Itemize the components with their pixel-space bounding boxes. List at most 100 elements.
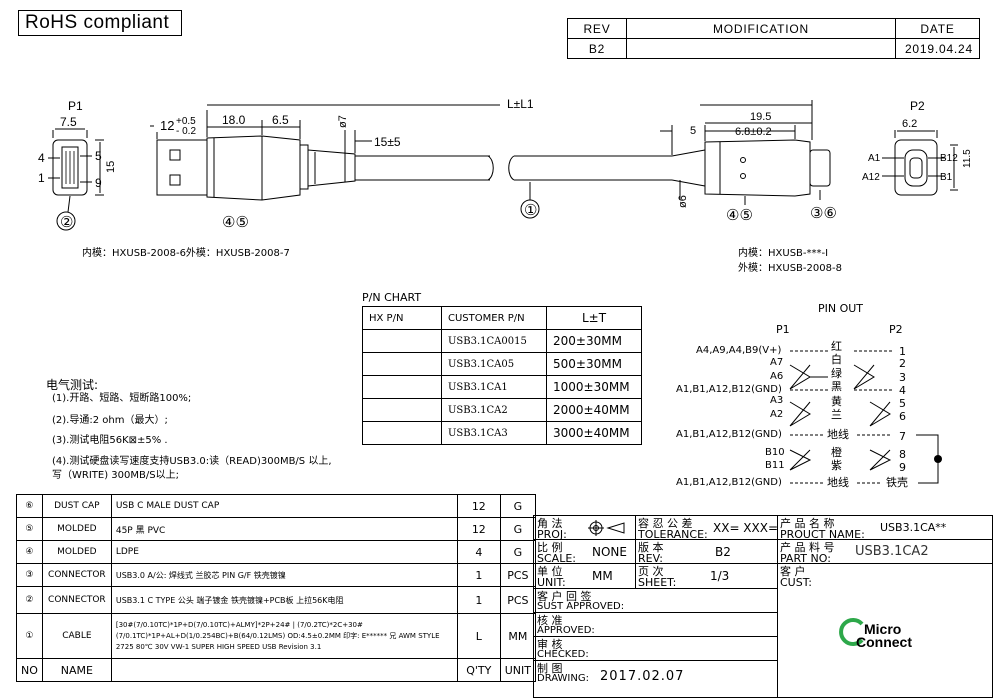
appr-cn: 核 准 [537,614,563,627]
pn-cell [362,398,442,422]
pin-right-3: 3 [899,371,906,384]
sust-en: SUST APPROVED: [537,601,625,612]
bom-desc: LDPE [110,540,458,564]
pin-color-8: 橙 [831,446,842,459]
pn-cell: USB3.1CA1 [441,375,547,399]
cust-en: CUST: [780,576,812,589]
dim-5: 5 [690,125,696,137]
p1-face [52,139,88,196]
prod-cn: 产 品 名 称 [780,517,835,530]
logo-text-2: Connect [856,634,912,650]
pinout-p1: P1 [776,323,790,336]
callout-1: ① [524,202,537,219]
prod-value: USB3.1CA** [880,521,947,534]
p1-pin5: 5 [95,149,102,163]
pn-header-customer: CUSTOMER P/N [441,306,547,330]
pin-left-9: B11 [765,460,785,471]
p2-label: P2 [910,99,925,113]
bom-no: ⑤ [16,517,43,541]
p2-a1: A1 [868,153,881,164]
usb-c-plug [809,149,831,187]
pn-header-hx: HX P/N [362,306,442,330]
bom-no: ④ [16,540,43,564]
bom-unit: MM [499,613,537,659]
pin-color-9: 紫 [831,459,842,472]
pn-cell: 1000±30MM [546,375,642,399]
mold-right-text-1: 内模：HXUSB-***-I [738,248,829,259]
pin-color-1: 红 [831,340,842,353]
pin-color-5: 黄 [831,395,842,408]
draw-en: DRAWING: [537,673,589,684]
boot-dim: 15±5 [374,135,401,149]
pin-left-2: A7 [770,357,784,368]
mold-left-text: 内模：HXUSB-2008-6外模：HXUSB-2008-7 [82,248,290,259]
p2-a12: A12 [862,172,880,183]
callout-45-left: ④⑤ [222,214,249,231]
pn-cell: 500±30MM [546,352,642,376]
proj-cn: 角 法 [537,517,563,530]
cable-drawing: P1 7.5 15 4 1 5 9 ② 12 +0.5 - 0.2 18.0 6… [38,97,973,231]
tol-cn: 容 忍 公 差 [638,517,693,530]
pin-right-4: 4 [899,384,906,397]
bom-desc: USB3.1 C TYPE 公头 端子镀金 铁壳镀镍+PCB板 上拉56K电阻 [110,586,458,614]
scale-cn: 比 例 [537,541,563,554]
bom-no: ① [16,613,43,659]
bom-name: CABLE [41,613,112,659]
electrical-item-3: (3).测试电阻56K⊠±5% . [52,435,168,446]
scale-value: NONE [592,545,627,559]
scale-en: SCALE: [537,552,576,565]
dim-19-5: 19.5 [750,111,771,123]
sust-cn: 客 户 回 签 [537,590,592,603]
table-row: ⑥ DUST CAP USB C MALE DUST CAP 12 G [16,494,537,518]
pinout-title: PIN OUT [818,302,864,315]
bom-qty: 1 [456,563,501,587]
pinout-p2: P2 [889,323,903,336]
molded-body-p1 [206,135,301,201]
bom-qty: L [456,613,501,659]
bom-no: ② [16,586,43,614]
draw-value: 2017.02.07 [600,669,685,684]
callout-2: ② [60,214,73,231]
pin-right-1: 1 [899,345,906,358]
dia6-dim: ø6 [677,195,689,208]
pn-cell: USB3.1CA05 [441,352,547,376]
table-row: ⑤ MOLDED 45P 黑 PVC 12 G [16,517,537,541]
table-row: ④ MOLDED LDPE 4 G [16,540,537,564]
bom-name: MOLDED [41,540,112,564]
pin-left-5: A3 [770,395,784,406]
p2-face [894,139,938,196]
plug-tol-plus: +0.5 [176,116,196,127]
pin-left-7: A1,B1,A12,B12(GND) [676,429,782,440]
logo-text-1: Micro [864,621,902,637]
pin-right-7: 7 [899,430,906,443]
bom-desc: USB3.0 A/公: 焊线式 兰胶芯 PIN G/F 铁壳镀镍 [110,563,458,587]
pin-color-6: 兰 [831,408,842,421]
p2-b1: B1 [940,172,953,183]
pin-right-8: 8 [899,448,906,461]
pn-cell: 200±30MM [546,329,642,353]
p2-b12: B12 [940,153,958,164]
p1-height-dim: 15 [105,161,117,173]
bom-qty: 12 [456,494,501,518]
bom-qty: 4 [456,540,501,564]
unit-en: UNIT: [537,576,566,589]
rohs-label: RoHS compliant [18,10,182,36]
bom-no: ⑥ [16,494,43,518]
tol-en: TOLERANCE: [638,528,708,541]
projection-symbol-icon [588,520,625,536]
check-cn: 审 核 [537,638,563,651]
sheet-cn: 页 次 [638,565,664,578]
title-block [533,515,993,698]
pin-left-10: A1,B1,A12,B12(GND) [676,477,782,488]
length-dim: L±L1 [507,97,534,111]
usb-a-plug [156,139,208,196]
bom-unit: G [499,517,537,541]
unit-value: MM [592,569,613,583]
pin-right-2: 2 [899,357,906,370]
bom-footer-unit: UNIT [499,658,537,682]
plug-tol-minus: - 0.2 [176,126,196,137]
